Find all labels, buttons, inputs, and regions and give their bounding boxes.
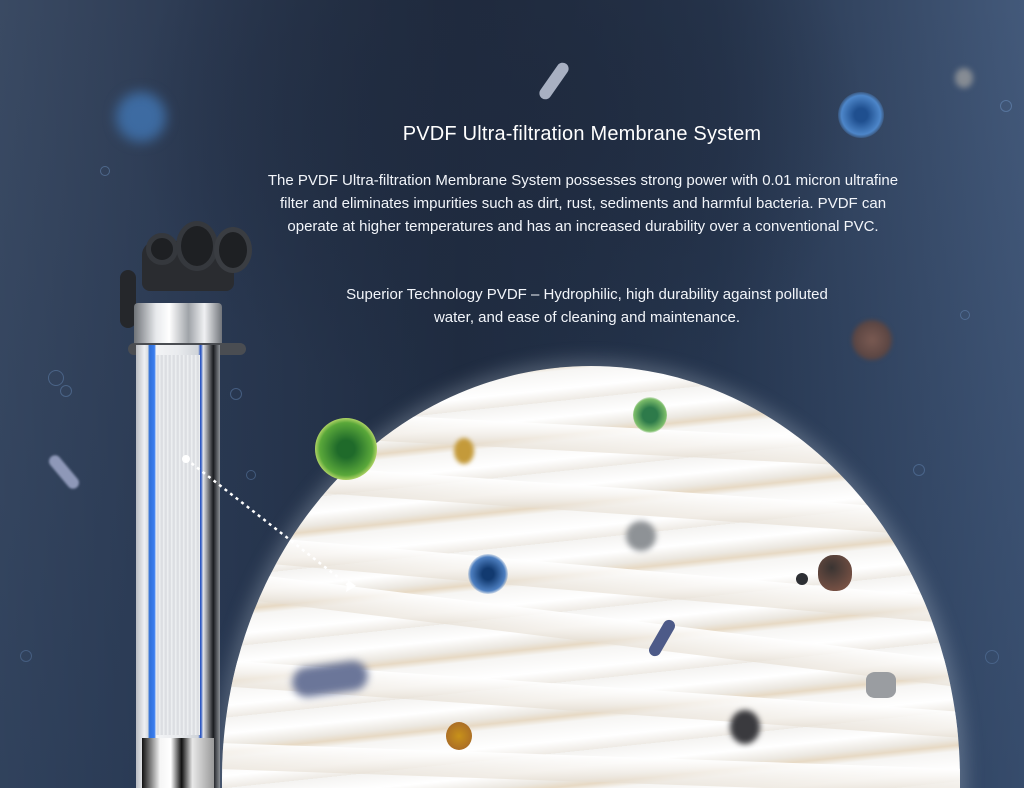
sediment-particle-icon (626, 521, 656, 551)
bubble-icon (100, 166, 110, 176)
bubble-icon (960, 310, 970, 320)
green-bacteria-icon (633, 397, 667, 433)
page-title: PVDF Ultra-filtration Membrane System (402, 123, 762, 145)
steel-cap (134, 303, 222, 349)
bubble-icon (60, 385, 72, 397)
green-bacteria-icon (315, 418, 377, 480)
dirt-particle-icon (796, 573, 808, 585)
membrane-cartridge (156, 355, 200, 735)
bubble-icon (985, 650, 999, 664)
sediment-particle-icon (852, 320, 892, 360)
blue-virus-icon (468, 554, 508, 594)
mount-port (214, 227, 252, 273)
drain-elbow (120, 270, 136, 328)
bubble-icon (20, 650, 32, 662)
bubble-icon (48, 370, 64, 386)
dirt-particle-icon (818, 555, 852, 591)
housing-base (142, 738, 214, 788)
bubble-icon (1000, 100, 1012, 112)
dirt-particle-icon (730, 710, 760, 744)
blurred-bacteria-icon (116, 92, 166, 142)
virus-icon (838, 92, 884, 138)
water-filter-unit (118, 215, 258, 788)
bubble-icon (230, 388, 242, 400)
filter-housing (136, 345, 220, 788)
rust-particle-icon (454, 438, 474, 464)
rust-particle-icon (446, 722, 472, 750)
inlet-port (146, 233, 178, 265)
description-paragraph: The PVDF Ultra-filtration Membrane Syste… (267, 172, 899, 235)
blurred-particle-icon (955, 68, 973, 88)
sediment-particle-icon (866, 672, 896, 698)
technology-paragraph: Superior Technology PVDF – Hydrophilic, … (346, 286, 828, 326)
